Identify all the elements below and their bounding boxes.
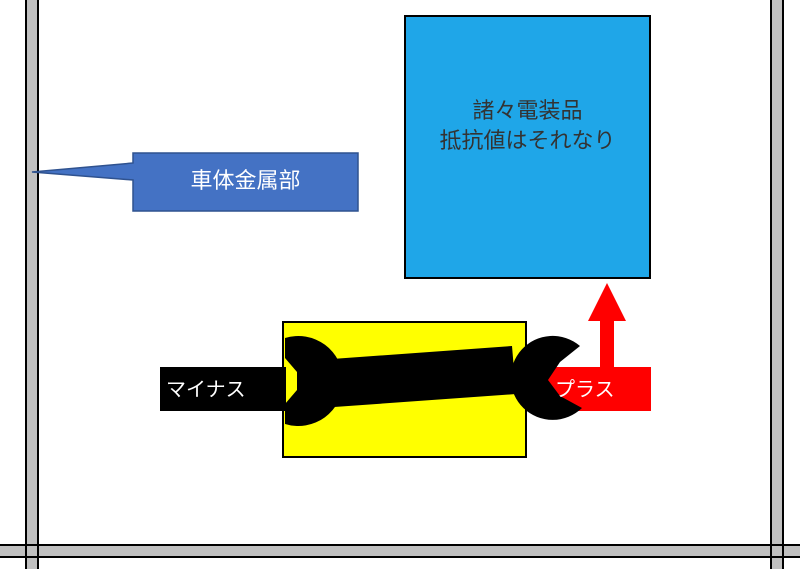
frame-left-rail: [25, 0, 39, 569]
electrical-components-line2: 抵抗値はそれなり: [439, 129, 616, 154]
electrical-components-box: [404, 15, 651, 279]
electrical-components-label: 諸々電装品 抵抗値はそれなり: [405, 16, 650, 278]
wrench-icon: [285, 335, 582, 427]
minus-label: マイナス: [166, 377, 246, 401]
minus-terminal: [160, 367, 286, 411]
plus-label: プラス: [555, 377, 615, 401]
callout-car-body-metal: [31, 152, 359, 212]
arrow-up-icon: [588, 283, 626, 367]
electrical-components-line1: 諸々電装品: [472, 99, 583, 124]
frame-right-rail: [770, 0, 784, 569]
car-body-metal-label: 車体金属部: [190, 169, 301, 194]
frame-bottom-rail: [0, 544, 800, 569]
